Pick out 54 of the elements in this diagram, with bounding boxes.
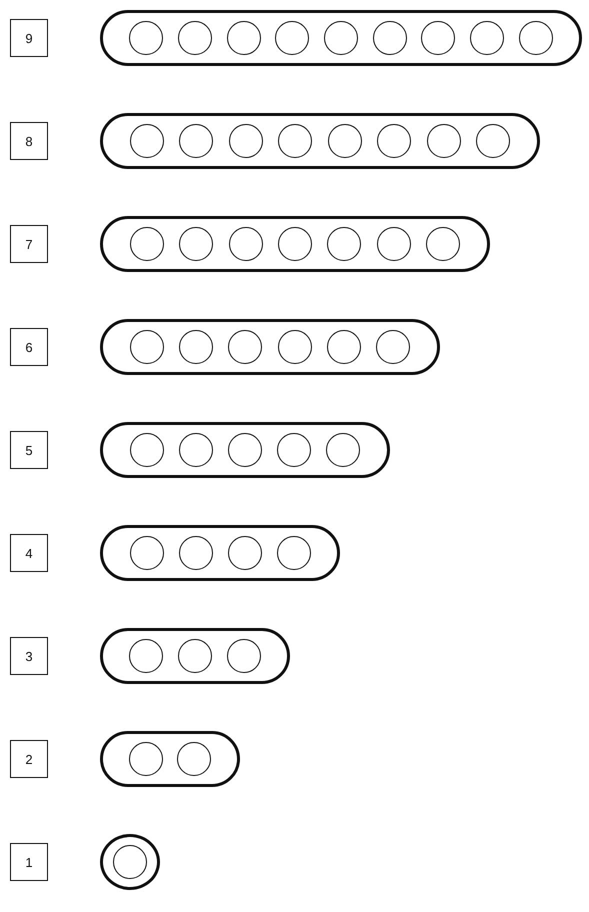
number-box: 9 (10, 19, 48, 57)
circle (228, 536, 262, 570)
circle (328, 124, 362, 158)
circle (130, 330, 164, 364)
circle (130, 433, 164, 467)
circle (178, 433, 213, 467)
circle (179, 227, 214, 261)
circle (129, 639, 164, 673)
circle (278, 330, 312, 364)
circle (228, 227, 263, 261)
number-box: 4 (10, 534, 48, 572)
number-box: 2 (10, 740, 48, 778)
circle (226, 21, 261, 55)
circle (129, 21, 164, 55)
circle (277, 433, 312, 467)
circle (324, 21, 358, 55)
circle (278, 124, 312, 158)
circle (276, 536, 310, 570)
circle (518, 21, 553, 55)
circle (275, 21, 310, 55)
circle (426, 124, 461, 158)
circle (226, 639, 261, 673)
number-box: 6 (10, 328, 48, 366)
circle (377, 124, 412, 158)
circle (177, 742, 211, 776)
number-box: 7 (10, 225, 48, 263)
circle (113, 845, 147, 879)
circle (228, 433, 262, 467)
circle (327, 227, 362, 261)
circle (178, 21, 212, 55)
number-box: 3 (10, 637, 48, 675)
circle (228, 124, 263, 158)
circle (327, 330, 361, 364)
circle (372, 21, 407, 55)
number-box: 8 (10, 122, 48, 160)
circle (421, 21, 456, 55)
number-box: 1 (10, 843, 48, 881)
circle (129, 742, 163, 776)
circle (470, 21, 504, 55)
circle (178, 536, 212, 570)
circle (130, 227, 164, 261)
circle (376, 330, 410, 364)
circle (178, 639, 212, 673)
circle (228, 330, 262, 364)
circle (278, 227, 312, 261)
circle (130, 536, 164, 570)
number-box: 5 (10, 431, 48, 469)
circle (179, 124, 214, 158)
circle (476, 124, 510, 158)
circle (326, 433, 360, 467)
circle (376, 227, 411, 261)
circle (130, 124, 164, 158)
circle (179, 330, 213, 364)
circle (426, 227, 460, 261)
